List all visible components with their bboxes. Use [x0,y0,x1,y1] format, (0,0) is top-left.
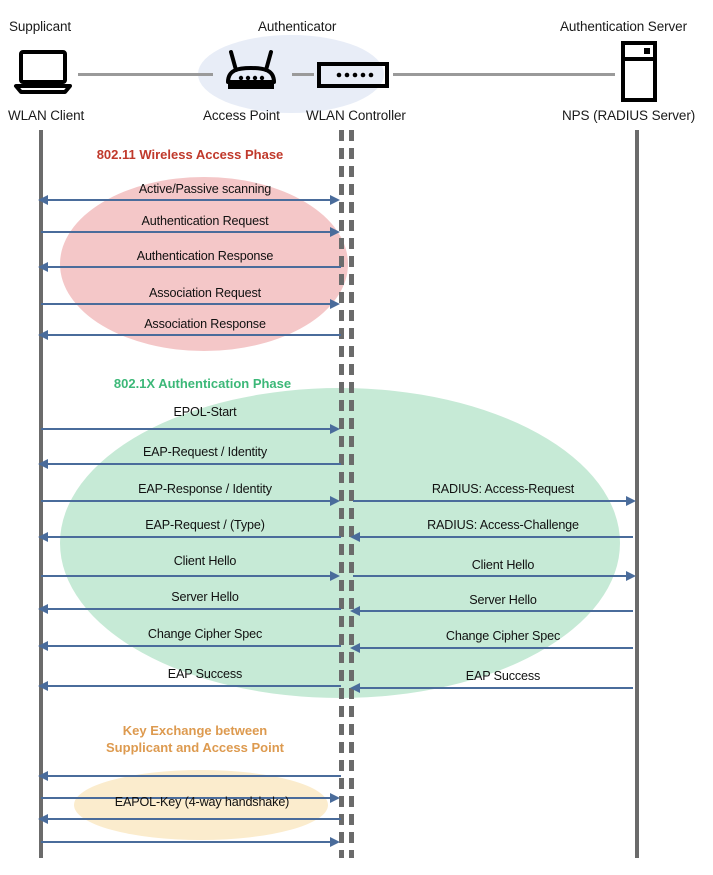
message-line-eapol-key-3 [45,818,341,820]
message-line-change-cipher-spec-right [357,647,633,649]
arrow-head-left-server-hello-left [38,604,48,614]
message-line-eap-success-left [45,685,341,687]
actor-role-supplicant: Supplicant [9,19,72,34]
arrow-head-right-epol-start [330,424,340,434]
arrow-head-right-radius-access-request [626,496,636,506]
message-label-client-hello-right: Client Hello [471,558,535,572]
message-label-authentication-response: Authentication Response [136,249,274,263]
message-line-change-cipher-spec-left [45,645,341,647]
arrow-head-right-active-passive-scanning [330,195,340,205]
phase-label-8021x: 802.1X Authentication Phase [113,376,292,391]
wire-controller-to-server [393,73,615,76]
arrow-head-left-authentication-response [38,262,48,272]
message-line-eap-request-identity [45,463,341,465]
message-label-active-passive-scanning: Active/Passive scanning [138,182,272,196]
wire-client-to-ap [78,73,213,76]
lifeline-wlan-controller [349,130,354,858]
message-label-eapol-key-handshake: EAPOL-Key (4-way handshake) [114,795,290,809]
actor-device-wlan-controller: WLAN Controller [306,108,406,123]
message-label-association-response: Association Response [144,317,266,331]
message-line-eap-request-type [45,536,341,538]
controller-switch-icon [317,62,389,88]
phase-ellipse-key-exchange [74,770,328,840]
message-line-eap-response-identity [41,500,337,502]
message-line-server-hello-left [45,608,341,610]
arrow-head-left-change-cipher-spec-right [350,643,360,653]
message-line-authentication-request [41,231,337,233]
wire-ap-to-controller [292,73,314,76]
message-label-eap-request-identity: EAP-Request / Identity [142,445,268,459]
message-line-client-hello-right [353,575,633,577]
message-label-association-request: Association Request [149,286,261,300]
arrow-head-left-eap-success-left [38,681,48,691]
arrow-head-left-server-hello-right [350,606,360,616]
message-label-eap-success-left: EAP Success [167,667,243,681]
phase-ellipse-80211 [60,177,348,351]
arrow-head-right-authentication-request [330,227,340,237]
message-label-server-hello-left: Server Hello [171,590,239,604]
message-label-client-hello-left: Client Hello [173,554,237,568]
message-line-epol-start [41,428,337,430]
message-label-server-hello-right: Server Hello [469,593,537,607]
arrow-head-right-eap-response-identity [330,496,340,506]
message-line-association-response [45,334,341,336]
message-line-radius-access-challenge [357,536,633,538]
arrow-head-left-eapol-key-1 [38,771,48,781]
arrow-head-left-radius-access-challenge [350,532,360,542]
lifeline-access-point [339,130,344,858]
message-line-eap-success-right [357,687,633,689]
message-line-association-request [41,303,337,305]
message-label-radius-access-challenge: RADIUS: Access-Challenge [427,518,579,532]
message-line-eapol-key-1 [45,775,341,777]
message-label-change-cipher-spec-right: Change Cipher Spec [445,629,561,643]
actor-device-nps-radius-server: NPS (RADIUS Server) [562,108,696,123]
phase-label-80211: 802.11 Wireless Access Phase [96,147,284,162]
arrow-head-left-eap-request-identity [38,459,48,469]
message-line-authentication-response [45,266,341,268]
message-line-active-passive-scanning [45,199,337,201]
arrow-head-left-active-passive-scanning [38,195,48,205]
arrow-head-left-association-response [38,330,48,340]
message-label-radius-access-request: RADIUS: Access-Request [431,482,575,496]
message-label-epol-start: EPOL-Start [173,405,237,419]
message-line-server-hello-right [357,610,633,612]
actor-role-authentication-server: Authentication Server [560,19,687,34]
arrow-head-right-association-request [330,299,340,309]
arrow-head-left-eap-success-right [350,683,360,693]
lifeline-authentication-server [635,130,639,858]
arrow-head-left-change-cipher-spec-left [38,641,48,651]
message-line-client-hello-left [41,575,337,577]
actor-role-authenticator: Authenticator [258,19,337,34]
server-rack-icon [621,41,657,102]
arrow-head-right-eapol-key-2 [330,793,340,803]
message-label-eap-response-identity: EAP-Response / Identity [138,482,272,496]
lifeline-supplicant [39,130,43,858]
actor-device-access-point: Access Point [203,108,280,123]
arrow-head-left-eapol-key-3 [38,814,48,824]
message-line-eapol-key-2 [41,797,337,799]
arrow-head-right-client-hello-left [330,571,340,581]
message-label-change-cipher-spec-left: Change Cipher Spec [147,627,263,641]
arrow-head-right-eapol-key-4 [330,837,340,847]
wireless-router-icon [226,50,276,89]
arrow-head-right-client-hello-right [626,571,636,581]
phase-label-key-exchange: Key Exchange between Supplicant and Acce… [106,723,284,755]
message-label-eap-request-type: EAP-Request / (Type) [145,518,265,532]
message-line-radius-access-request [353,500,633,502]
message-label-authentication-request: Authentication Request [141,214,269,228]
actor-device-wlan-client: WLAN Client [8,108,85,123]
arrow-head-left-eap-request-type [38,532,48,542]
laptop-icon [14,50,72,94]
message-label-eap-success-right: EAP Success [465,669,541,683]
message-line-eapol-key-4 [41,841,337,843]
